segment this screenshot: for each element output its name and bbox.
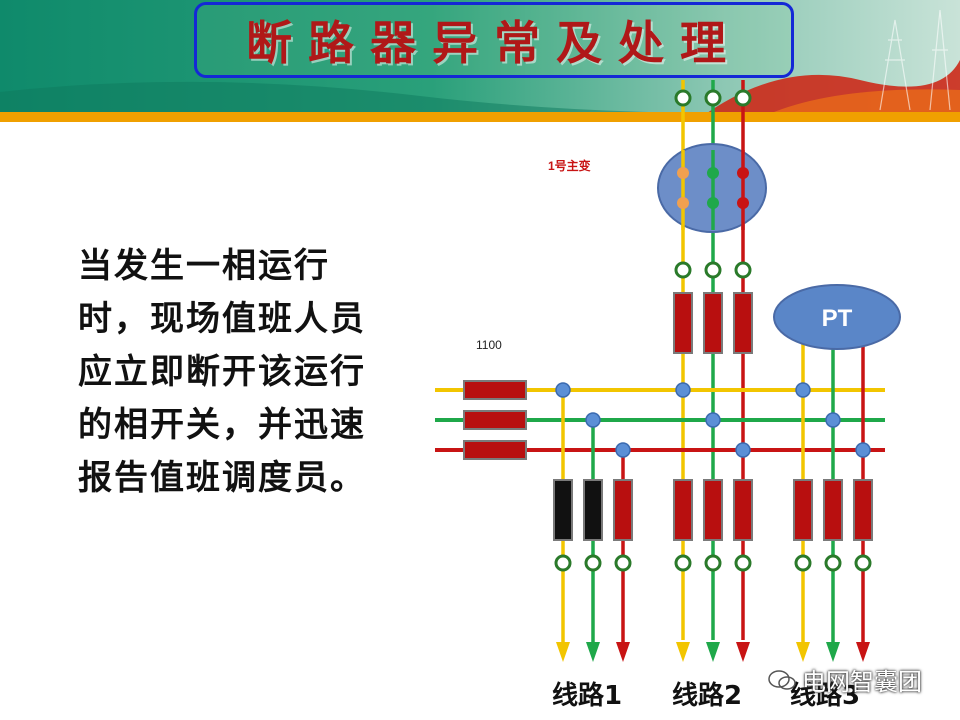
line-3-label: 线路3 xyxy=(790,681,861,711)
bus-nodes xyxy=(555,382,871,458)
watermark: 电网智囊团 xyxy=(768,662,922,697)
breaker-1100-label: 1100 xyxy=(476,338,502,352)
watermark-text: 电网智囊团 xyxy=(802,668,922,696)
line-1-label: 线路1 xyxy=(552,681,623,711)
transformer-breakers xyxy=(673,292,753,354)
header-banner xyxy=(0,0,960,122)
line-2-label: 线路2 xyxy=(672,681,743,711)
title-box: 断路器异常及处理 xyxy=(194,2,794,78)
line-breakers xyxy=(553,479,873,541)
line-arrows xyxy=(556,642,870,662)
body-paragraph: 当发生一相运行时，现场值班人员应立即断开该运行的相开关，并迅速报告值班调度员。 xyxy=(78,246,366,498)
breaker-1100 xyxy=(463,380,527,460)
transformer-label: 1号主变 xyxy=(548,158,591,173)
wechat-icon xyxy=(768,669,796,690)
switch-rings xyxy=(554,89,872,572)
page-title: 断路器异常及处理 xyxy=(246,16,742,70)
pt-unit xyxy=(773,284,901,350)
pt-label: PT xyxy=(822,305,853,332)
